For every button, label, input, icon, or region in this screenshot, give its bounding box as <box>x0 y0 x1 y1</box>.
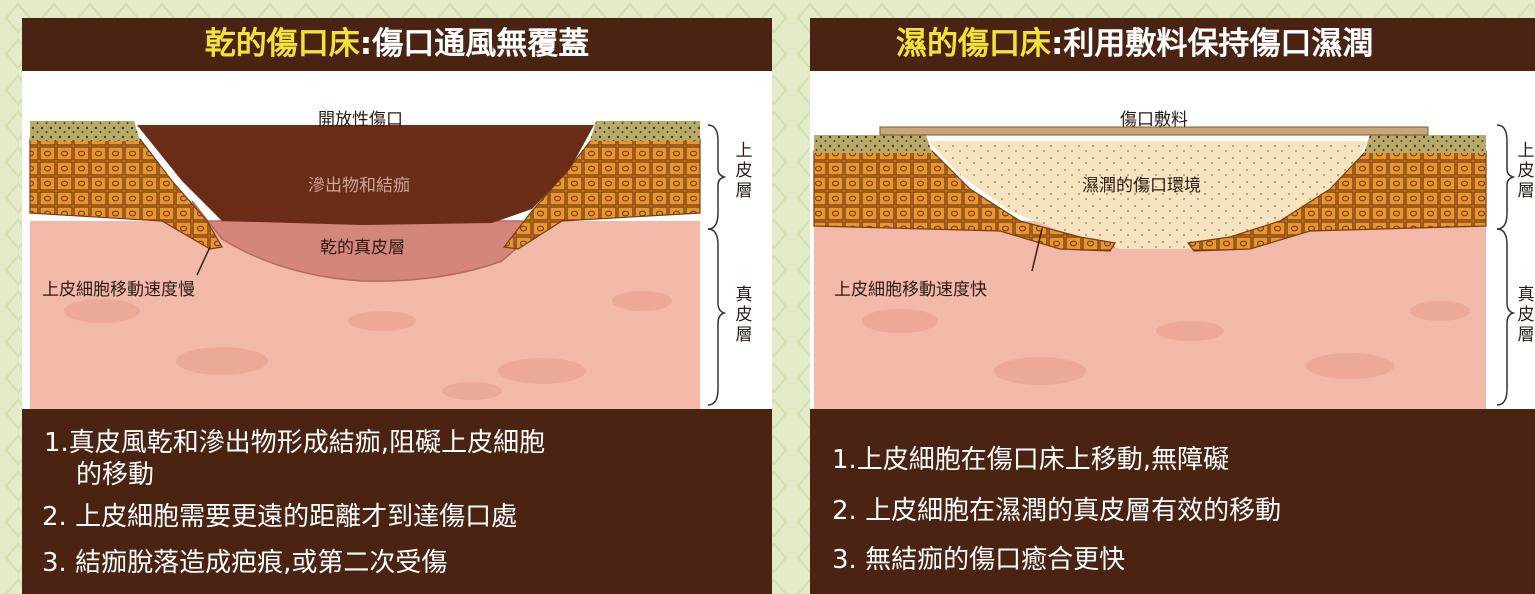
dry-wound-notes: 1.真皮風乾和滲出物形成結痂,阻礙上皮細胞 的移動 2. 上皮細胞需要更遠的距離… <box>22 409 772 594</box>
moist-wound-diagram: 傷口敷料 濕潤的傷口環境 上皮細胞移動速度快 上皮層 真皮層 <box>810 71 1535 409</box>
moist-wound-notes: 1.上皮細胞在傷口床上移動,無障礙 2. 上皮細胞在濕潤的真皮層有效的移動 3.… <box>810 409 1535 594</box>
epidermis-side-label: 上皮層 <box>1517 141 1535 201</box>
right-epidermis-cells <box>1186 150 1487 252</box>
moist-note-3: 3. 無結痂的傷口癒合更快 <box>832 545 1126 575</box>
dry-wound-illustration <box>29 121 701 409</box>
dry-note-1-cont: 的移動 <box>76 460 155 490</box>
epidermis-side-label: 上皮層 <box>735 141 753 201</box>
left-epidermis-cells <box>813 150 1116 252</box>
dermis-side-label: 真皮層 <box>1517 285 1535 345</box>
dry-wound-diagram: 開放性傷口 滲出物和結痂 乾的真皮層 上皮細胞移動速度慢 上皮層 真皮層 <box>22 71 772 409</box>
slow-migration-label: 上皮細胞移動速度慢 <box>42 280 195 300</box>
dry-wound-title-highlight: 乾的傷口床 <box>204 26 360 62</box>
epidermis-brace <box>707 124 727 230</box>
right-epidermis-cells <box>502 138 701 250</box>
wound-dressing <box>879 126 1429 136</box>
moist-wound-title-highlight: 濕的傷口床 <box>896 26 1051 62</box>
dry-note-2: 2. 上皮細胞需要更遠的距離才到達傷口處 <box>42 502 518 532</box>
dermis-texture <box>64 291 672 400</box>
dressing-label: 傷口敷料 <box>1120 110 1188 130</box>
dry-wound-title: 乾的傷口床:傷口通風無覆蓋 <box>22 18 772 70</box>
left-stratum-corneum <box>30 121 140 141</box>
dry-dermis-label: 乾的真皮層 <box>320 238 405 258</box>
left-epidermis-cells <box>29 138 223 250</box>
dermis-brace <box>1496 228 1516 406</box>
migration-pointer-line <box>196 246 211 276</box>
open-wound-label: 開放性傷口 <box>318 110 403 130</box>
moist-environment-label: 濕潤的傷口環境 <box>1082 176 1201 196</box>
scab <box>137 125 594 225</box>
left-stratum-corneum <box>814 135 932 153</box>
moist-note-1: 1.上皮細胞在傷口床上移動,無障礙 <box>832 445 1230 475</box>
moist-wound-title-rest: :利用敷料保持傷口濕潤 <box>1051 26 1374 62</box>
migration-pointer-line <box>1031 228 1043 272</box>
dermis-texture <box>862 301 1470 385</box>
dry-wound-panel: 乾的傷口床:傷口通風無覆蓋 <box>22 18 772 594</box>
side-braces <box>707 124 727 406</box>
moist-note-2: 2. 上皮細胞在濕潤的真皮層有效的移動 <box>832 496 1282 526</box>
moist-wound-environment <box>928 141 1368 249</box>
dry-note-3: 3. 結痂脫落造成疤痕,或第二次受傷 <box>42 548 448 578</box>
dry-note-1: 1.真皮風乾和滲出物形成結痂,阻礙上皮細胞 <box>44 428 546 458</box>
fast-migration-label: 上皮細胞移動速度快 <box>834 280 987 300</box>
moist-wound-panel: 濕的傷口床:利用敷料保持傷口濕潤 <box>810 18 1535 594</box>
right-stratum-corneum <box>590 121 700 141</box>
side-braces <box>1496 124 1516 406</box>
scab-label: 滲出物和結痂 <box>308 176 410 196</box>
right-stratum-corneum <box>1364 135 1486 153</box>
dermis-side-label: 真皮層 <box>735 285 753 345</box>
dry-wound-title-rest: :傷口通風無覆蓋 <box>359 26 590 62</box>
moist-wound-illustration <box>813 126 1487 409</box>
moist-wound-title: 濕的傷口床:利用敷料保持傷口濕潤 <box>810 18 1535 70</box>
dermis-brace <box>707 228 727 406</box>
epidermis-brace <box>1496 124 1516 230</box>
